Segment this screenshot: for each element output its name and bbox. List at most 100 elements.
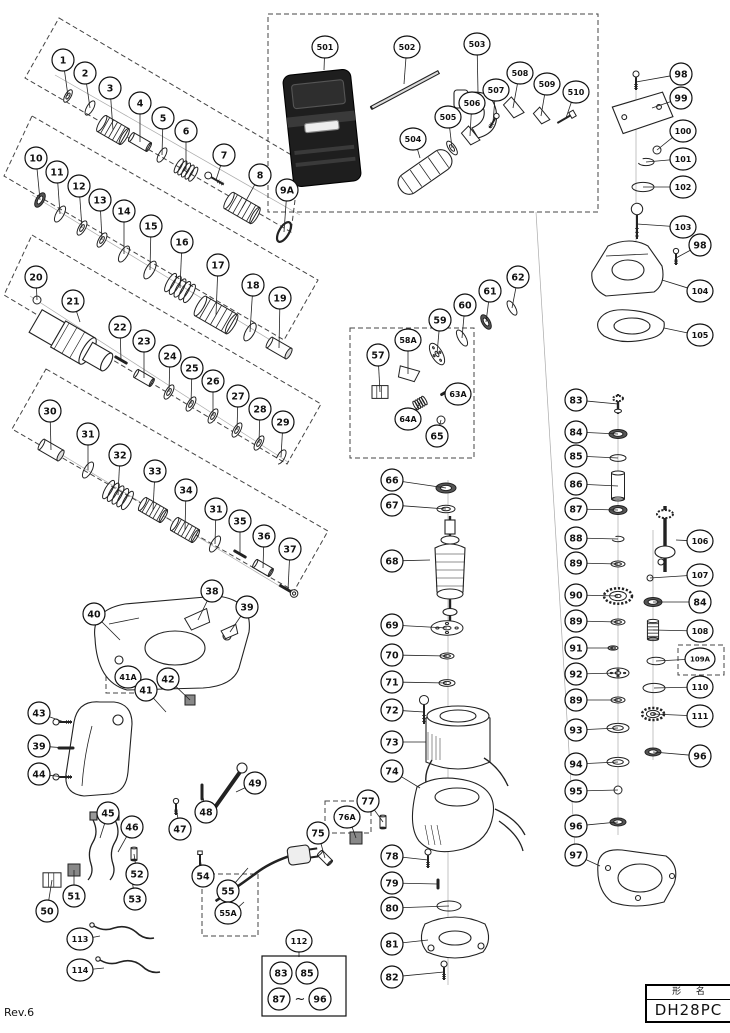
svg-text:92: 92	[569, 669, 582, 680]
callout-18-17: 18	[241, 273, 265, 297]
callout-69-92: 69	[380, 613, 404, 637]
callout-20-19: 20	[24, 265, 48, 289]
svg-text:77: 77	[361, 796, 374, 807]
svg-text:70: 70	[385, 650, 399, 661]
inset-box: ~	[261, 955, 347, 1017]
callouts: 123456789A101112131415161718192021222324…	[24, 32, 716, 1011]
callout-30-29: 30	[38, 399, 62, 423]
svg-text:71: 71	[385, 677, 398, 688]
svg-text:37: 37	[283, 544, 296, 555]
callout-26-25: 26	[201, 369, 225, 393]
part-cord	[95, 956, 161, 974]
svg-text:69: 69	[385, 620, 398, 631]
callout-38-38: 38	[200, 579, 224, 603]
revision-label: Rev.6	[4, 1006, 35, 1019]
svg-text:11: 11	[50, 167, 63, 178]
callout-12-11: 12	[67, 174, 91, 198]
part-plate	[502, 96, 525, 119]
svg-text:97: 97	[569, 850, 582, 861]
callout-114-60: 114	[66, 958, 94, 982]
callout-63A-86: 63A	[444, 382, 472, 406]
model-name-header: 形 名	[647, 986, 730, 1000]
svg-text:64A: 64A	[399, 415, 417, 424]
callout-41A-41: 41A	[114, 665, 142, 689]
callout-50-52: 50	[35, 899, 59, 923]
callout-15-14: 15	[139, 214, 163, 238]
leader-lines	[36, 54, 691, 977]
svg-text:94: 94	[569, 759, 583, 770]
svg-text:28: 28	[253, 404, 267, 415]
svg-text:95: 95	[569, 786, 582, 797]
svg-text:33: 33	[148, 466, 161, 477]
callout-96-135: 96	[308, 987, 332, 1011]
svg-text:18: 18	[246, 280, 260, 291]
callout-90-113: 90	[564, 583, 588, 607]
callout-501-61: 501	[311, 35, 339, 59]
part-ring	[208, 535, 222, 553]
part-housing	[411, 777, 526, 853]
callout-21-20: 21	[61, 289, 85, 313]
callout-34-33: 34	[174, 478, 198, 502]
callout-67-90: 67	[380, 493, 404, 517]
svg-text:10: 10	[29, 153, 43, 164]
part-cover97	[597, 849, 677, 907]
callout-60-82: 60	[453, 293, 477, 317]
part-bracket	[420, 916, 490, 959]
callout-96-130: 96	[688, 744, 712, 768]
callout-113-59: 113	[66, 927, 94, 951]
part-cord	[89, 922, 155, 940]
svg-text:73: 73	[385, 737, 398, 748]
part-screw	[632, 70, 640, 90]
part-ring	[506, 300, 518, 316]
svg-text:109A: 109A	[690, 656, 711, 664]
part-oring	[275, 221, 293, 243]
svg-text:22: 22	[113, 322, 126, 333]
svg-text:13: 13	[93, 195, 106, 206]
svg-text:58A: 58A	[399, 336, 417, 345]
callout-31-34: 31	[204, 497, 228, 521]
svg-text:90: 90	[569, 590, 583, 601]
callout-17-16: 17	[206, 253, 230, 277]
svg-text:26: 26	[206, 376, 220, 387]
callout-14-13: 14	[112, 199, 136, 223]
part-plate	[183, 607, 211, 631]
part-rod	[369, 70, 441, 110]
svg-text:52: 52	[130, 869, 143, 880]
svg-text:72: 72	[385, 705, 398, 716]
svg-text:98: 98	[674, 69, 688, 80]
part-ring	[156, 147, 168, 163]
svg-text:508: 508	[512, 69, 529, 78]
svg-text:15: 15	[144, 221, 157, 232]
part-plate99	[611, 91, 674, 135]
svg-text:79: 79	[385, 878, 398, 889]
svg-text:34: 34	[179, 485, 193, 496]
svg-text:20: 20	[29, 272, 43, 283]
svg-text:506: 506	[464, 99, 481, 108]
callout-29-28: 29	[271, 410, 295, 434]
callout-94-119: 94	[564, 752, 588, 776]
part-ring	[117, 245, 131, 263]
callout-28-27: 28	[248, 397, 272, 421]
callout-72-95: 72	[380, 698, 404, 722]
callout-97-122: 97	[564, 843, 588, 867]
callout-16-15: 16	[170, 230, 194, 254]
callout-509-69: 509	[533, 72, 561, 96]
part-cyl	[130, 846, 138, 862]
svg-text:105: 105	[692, 331, 709, 340]
part-ring	[53, 205, 67, 223]
callout-85-133: 85	[295, 961, 319, 985]
callout-47-49: 47	[168, 817, 192, 841]
callout-73-96: 73	[380, 730, 404, 754]
svg-text:89: 89	[569, 616, 582, 627]
callout-81-104: 81	[380, 932, 404, 956]
callout-510-70: 510	[562, 80, 590, 104]
svg-text:~: ~	[295, 992, 306, 1007]
svg-text:24: 24	[163, 351, 177, 362]
callout-98-77: 98	[688, 233, 712, 257]
part-screw	[488, 112, 500, 129]
svg-text:55A: 55A	[219, 909, 237, 918]
svg-text:88: 88	[569, 533, 583, 544]
callout-78-101: 78	[380, 844, 404, 868]
